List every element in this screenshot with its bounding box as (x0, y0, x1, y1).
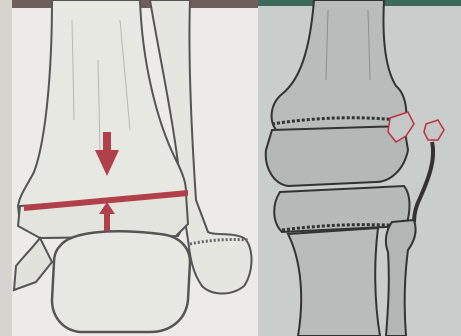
femur-epiphysis (266, 126, 408, 186)
medial-malleolus (14, 238, 52, 290)
knee-illustration (258, 0, 461, 336)
avulsed-fragment (424, 120, 444, 140)
femur (272, 0, 407, 132)
fibula (386, 220, 416, 336)
ligament (414, 142, 433, 222)
talus (52, 231, 190, 332)
ankle-fracture-panel (0, 0, 258, 336)
ankle-illustration (0, 0, 258, 336)
knee-fracture-panel (258, 0, 461, 336)
left-edge (0, 0, 12, 336)
tibia-shaft (288, 228, 380, 336)
